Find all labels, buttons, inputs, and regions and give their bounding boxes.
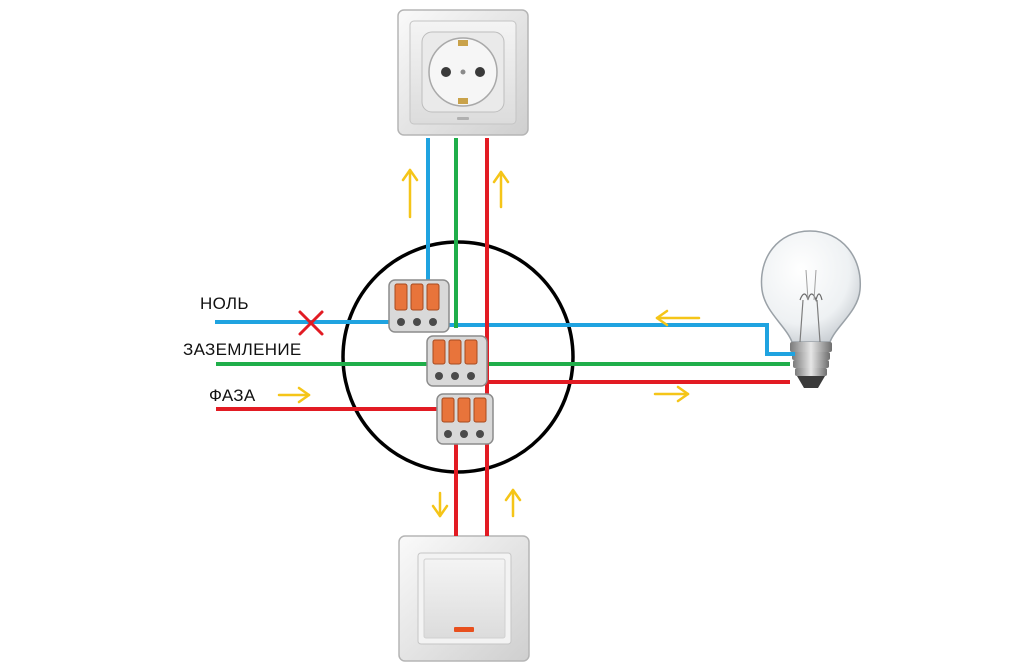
- neutral-wire: [215, 138, 795, 356]
- light-bulb-icon: [760, 230, 861, 388]
- break-mark-icon: [298, 310, 324, 336]
- neutral-label: НОЛЬ: [200, 294, 249, 313]
- arrow-right-icon: [653, 385, 690, 403]
- arrow-left-icon: [655, 309, 701, 327]
- phase-wire: [216, 138, 790, 536]
- outlet-icon: [397, 9, 529, 136]
- arrow-up-icon: [504, 488, 522, 518]
- phase-label: ФАЗА: [209, 386, 256, 405]
- ground-wire: [216, 138, 790, 366]
- light-switch-icon: [398, 535, 530, 662]
- wago-connector-icon: [388, 279, 450, 333]
- arrow-down-icon: [431, 491, 449, 518]
- arrow-up-icon: [401, 168, 419, 219]
- ground-label: ЗАЗЕМЛЕНИЕ: [183, 340, 302, 359]
- wago-connector-icon: [426, 335, 488, 387]
- arrow-up-icon: [492, 170, 510, 209]
- wago-connector-icon: [436, 393, 494, 445]
- arrow-right-icon: [277, 386, 311, 404]
